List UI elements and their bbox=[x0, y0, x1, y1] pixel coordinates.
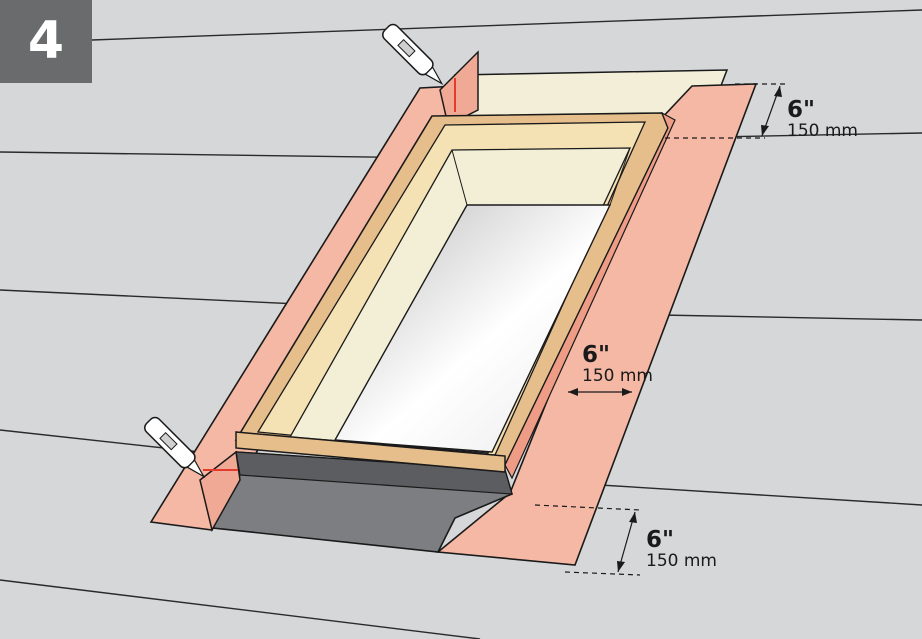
dimension-metric: 150 mm bbox=[582, 366, 653, 386]
frame-right-side bbox=[504, 111, 676, 480]
step-number-badge: 4 bbox=[0, 0, 92, 83]
skylight-opening bbox=[333, 204, 612, 453]
membrane-left-lower-upturn bbox=[199, 450, 241, 533]
dimension-inches: 6" bbox=[582, 342, 610, 368]
dimension-metric: 150 mm bbox=[787, 121, 858, 141]
dimension-label-top: 6" 150 mm bbox=[787, 98, 858, 141]
utility-knife-icon bbox=[382, 23, 444, 86]
well-corner-line bbox=[451, 149, 468, 206]
dimension-arrowheads bbox=[568, 86, 782, 572]
dimension-inches: 6" bbox=[787, 97, 815, 123]
dimension-inches: 6" bbox=[646, 527, 674, 553]
utility-knife-icon bbox=[144, 416, 206, 479]
dimension-label-side: 6" 150 mm bbox=[582, 343, 653, 386]
dimension-metric: 150 mm bbox=[646, 551, 717, 571]
membrane-left-upturn bbox=[439, 50, 479, 127]
frame-front-rail bbox=[235, 431, 506, 473]
well-corner-line bbox=[609, 147, 631, 206]
dimension-label-bottom: 6" 150 mm bbox=[646, 528, 717, 571]
